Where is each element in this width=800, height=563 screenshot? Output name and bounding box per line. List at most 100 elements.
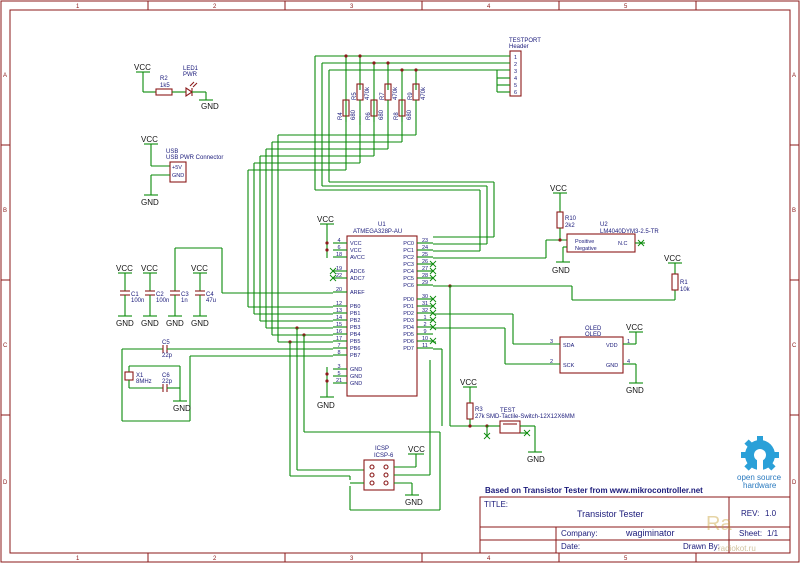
no-connect-mark — [429, 316, 437, 324]
u1-pin-name: ADC6 — [350, 269, 365, 275]
oled-body — [559, 336, 624, 374]
no-connect-mark — [429, 295, 437, 303]
u1-pin-name: PB5 — [350, 339, 360, 345]
testport-pin: 2 — [514, 62, 517, 68]
resistor-r1 — [671, 273, 679, 291]
u1-pin-number: 25 — [422, 252, 428, 258]
r9-value: 470k — [421, 86, 427, 100]
led1-value: PWR — [183, 72, 198, 78]
u1-pin-number: 7 — [337, 343, 340, 349]
u1-pin-name: AREF — [350, 290, 365, 296]
u1-pin-name: VCC — [350, 241, 362, 247]
watermark-logo: Ra — [706, 513, 732, 535]
u1-pin-number: 18 — [336, 252, 342, 258]
u1-pin-name: GND — [350, 374, 362, 380]
title-value: Transistor Tester — [577, 509, 644, 519]
oshw-line2: hardware — [743, 481, 777, 490]
r2-ref: R2 — [160, 76, 168, 82]
test-value: SMD-Tactile-Switch-12X12X6MM — [486, 414, 575, 420]
usb-ref: USB — [166, 149, 178, 155]
u1-pin-number: 24 — [422, 245, 428, 251]
crystal-oscillator: C5 22p X1 8MHz C6 22p GND — [121, 340, 333, 422]
u2-ref: U2 — [600, 222, 608, 228]
gnd-label: GND — [527, 455, 545, 464]
u1-pin-name: PC5 — [403, 276, 414, 282]
no-connect-mark — [429, 302, 437, 310]
vcc-label: VCC — [550, 184, 567, 193]
gnd-label: GND — [552, 266, 570, 275]
title-label: TITLE: — [484, 500, 508, 509]
gnd-label: GND — [405, 498, 423, 507]
usb-power-connector: VCC USB USB PWR Connector +5V GND GND — [141, 135, 223, 207]
u1-pin-name: PD5 — [403, 332, 414, 338]
u1-pin-name: ADC7 — [350, 276, 365, 282]
col-label-bottom: 4 — [487, 556, 491, 562]
oled-pin-num: 2 — [550, 359, 553, 365]
u1-pin-name: GND — [350, 367, 362, 373]
gnd-label: GND — [116, 319, 134, 328]
u1-pin-number: 6 — [337, 245, 340, 251]
r5-value: 470k — [365, 86, 371, 100]
r3-value: 27k — [475, 414, 486, 420]
u1-pin-number: 12 — [336, 301, 342, 307]
u2-pin-positive: Positive — [575, 239, 594, 245]
vcc-label: VCC — [408, 445, 425, 454]
resistor-r2 — [155, 88, 173, 96]
u2-value: LM4040DYM3-2.5-TR — [600, 229, 659, 235]
u1-pin-number: 13 — [336, 308, 342, 314]
c3-value: 1n — [181, 298, 188, 304]
u1-pin-name: PC6 — [403, 283, 414, 289]
u1-pin-number: 19 — [336, 266, 342, 272]
r8-value: 680 — [407, 109, 413, 120]
c4-value: 47u — [206, 298, 216, 304]
u1-pin-number: 5 — [337, 371, 340, 377]
r7-value: 470k — [393, 86, 399, 100]
u1-power-nets: VCC GND — [317, 215, 335, 410]
led-icon — [185, 86, 193, 98]
u1-pin-number: 23 — [422, 238, 428, 244]
row-label-right: C — [792, 343, 797, 349]
r9-ref: R9 — [408, 92, 414, 100]
testport-value: Header — [509, 44, 529, 50]
r10-ref: R10 — [565, 216, 577, 222]
open-source-hardware-logo: open source hardware — [737, 436, 782, 490]
vcc-label: VCC — [141, 264, 158, 273]
gnd-label: GND — [141, 319, 159, 328]
u1-pin-number: 20 — [336, 287, 342, 293]
row-label-left: D — [3, 480, 8, 486]
c5-value: 22p — [162, 353, 173, 359]
frame-row-labels: A B C D A B C D — [3, 73, 797, 486]
u1-pin-name: PD6 — [403, 339, 414, 345]
col-label-top: 4 — [487, 4, 491, 10]
u1-pin-name: PC1 — [403, 248, 414, 254]
u1-pin-number: 26 — [422, 259, 428, 265]
based-on-note: Based on Transistor Tester from www.mikr… — [485, 486, 703, 495]
x1-value: 8MHz — [136, 379, 152, 385]
sheet-value: 1/1 — [767, 529, 779, 538]
col-label-bottom: 5 — [624, 556, 628, 562]
testport-ref: TESTPORT — [509, 38, 541, 44]
no-connect-mark — [429, 337, 437, 345]
rev-label: REV: — [741, 509, 759, 518]
vcc-label: VCC — [317, 215, 334, 224]
crystal-x1 — [124, 371, 134, 381]
gnd-label: GND — [141, 198, 159, 207]
gnd-label: GND — [191, 319, 209, 328]
u1-pin-number: 2 — [423, 322, 426, 328]
c5-ref: C5 — [162, 340, 170, 346]
u1-pin-name: PB7 — [350, 353, 360, 359]
u1-pin-number: 11 — [422, 343, 428, 349]
icsp-ref: ICSP — [375, 446, 389, 452]
u1-right-pins: 23PC024PC125PC226PC327PC428PC529PC630PD0… — [403, 238, 437, 352]
col-label-bottom: 3 — [350, 556, 354, 562]
title-block: Based on Transistor Tester from www.mikr… — [479, 486, 791, 554]
row-label-right: A — [792, 73, 796, 79]
u1-pin-name: PB2 — [350, 318, 360, 324]
oled-pin-num: 1 — [627, 339, 630, 345]
u1-pin-name: PC3 — [403, 262, 414, 268]
testport-resistor-network: R4 680 R5 470k R6 680 R7 470k R8 680 R9 … — [247, 54, 510, 251]
u1-pin-number: 22 — [336, 273, 342, 279]
watermark: Ra radiokot.ru — [706, 513, 756, 553]
u1-pin-name: VCC — [350, 248, 362, 254]
